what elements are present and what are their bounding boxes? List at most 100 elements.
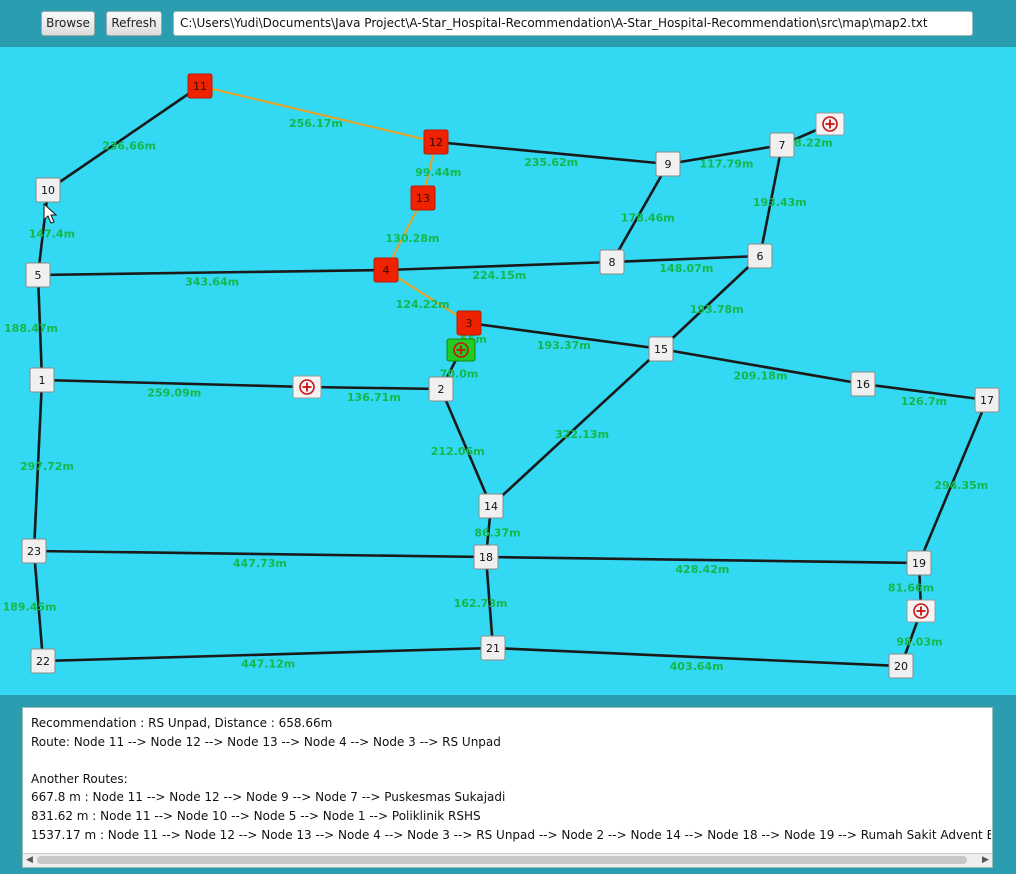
node-21[interactable]: 21 (480, 635, 506, 661)
node-label: 15 (654, 343, 668, 356)
node-17[interactable]: 17 (974, 387, 1000, 413)
node-14[interactable]: 14 (478, 493, 504, 519)
distance-label: 235.62m (524, 156, 578, 169)
edge (468, 321, 662, 351)
edge (41, 378, 308, 389)
node-12[interactable]: 12 (423, 129, 449, 155)
distance-label: 162.73m (454, 597, 508, 610)
node-3[interactable]: 3 (456, 310, 482, 336)
node-box[interactable] (25, 262, 51, 288)
node-20[interactable]: 20 (888, 653, 914, 679)
node-box[interactable] (473, 544, 499, 570)
node-9[interactable]: 9 (655, 151, 681, 177)
hospital-puskesmas-sukajadi[interactable] (815, 112, 845, 136)
result-panel[interactable]: Recommendation : RS Unpad, Distance : 65… (22, 707, 993, 868)
node-label: 1 (39, 374, 46, 387)
result-line: Route: Node 11 --> Node 12 --> Node 13 -… (31, 734, 501, 749)
node-box[interactable] (769, 132, 795, 158)
node-5[interactable]: 5 (25, 262, 51, 288)
node-label: 13 (416, 192, 430, 205)
result-text: Recommendation : RS Unpad, Distance : 65… (31, 714, 991, 844)
distance-label: 193.78m (690, 303, 744, 316)
node-label: 12 (429, 136, 443, 149)
scroll-left-arrow-icon[interactable]: ◀ (26, 855, 33, 865)
node-label: 16 (856, 378, 870, 391)
node-box[interactable] (29, 367, 55, 393)
distance-label: 447.12m (241, 657, 295, 670)
scroll-right-arrow-icon[interactable]: ▶ (982, 855, 989, 865)
edge (37, 268, 387, 277)
node-label: 23 (27, 545, 41, 558)
node-8[interactable]: 8 (599, 249, 625, 275)
node-box[interactable] (850, 371, 876, 397)
node-4[interactable]: 4 (373, 257, 399, 283)
node-box[interactable] (888, 653, 914, 679)
scrollbar-thumb[interactable] (37, 856, 967, 864)
node-box[interactable] (373, 257, 399, 283)
refresh-button[interactable]: Refresh (106, 11, 162, 36)
edge (32, 550, 45, 662)
edge (917, 399, 989, 564)
node-box[interactable] (480, 635, 506, 661)
result-line: Recommendation : RS Unpad, Distance : 65… (31, 716, 333, 730)
edge (36, 189, 50, 276)
node-2[interactable]: 2 (428, 376, 454, 402)
node-11[interactable]: 11 (187, 73, 213, 99)
distance-label: 130.28m (386, 232, 440, 245)
distance-label: 86.37m (474, 526, 520, 539)
distance-label: 224.15m (472, 269, 526, 282)
edge (33, 549, 487, 559)
distance-label: 81.66m (888, 581, 934, 594)
node-label: 3 (466, 317, 473, 330)
distance-label-layer: 256.17m99.44m130.28m124.22m55m236.66m147… (3, 117, 989, 673)
hospital-rs-unpad[interactable] (446, 338, 476, 362)
node-box[interactable] (456, 310, 482, 336)
node-box[interactable] (30, 648, 56, 674)
distance-label: 98.03m (896, 636, 942, 649)
node-22[interactable]: 22 (30, 648, 56, 674)
node-1[interactable]: 1 (29, 367, 55, 393)
distance-label: 188.47m (4, 322, 58, 335)
distance-label: 259.09m (147, 386, 201, 399)
node-box[interactable] (974, 387, 1000, 413)
browse-button[interactable]: Browse (41, 11, 95, 36)
distance-label: 403.64m (670, 660, 724, 673)
node-18[interactable]: 18 (473, 544, 499, 570)
mouse-cursor-icon (43, 202, 58, 224)
edge (36, 274, 44, 381)
node-box[interactable] (478, 493, 504, 519)
hospital-poliklinik-rshs[interactable] (292, 375, 322, 399)
route-edge (199, 85, 437, 143)
edge (385, 260, 613, 272)
node-box[interactable] (423, 129, 449, 155)
node-box[interactable] (655, 151, 681, 177)
node-box[interactable] (187, 73, 213, 99)
node-box[interactable] (21, 538, 47, 564)
hospital-cross-icon (453, 342, 469, 358)
node-13[interactable]: 13 (410, 185, 436, 211)
node-6[interactable]: 6 (747, 243, 773, 269)
node-box[interactable] (35, 177, 61, 203)
map-canvas[interactable]: 256.17m99.44m130.28m124.22m55m236.66m147… (0, 47, 1016, 695)
node-19[interactable]: 19 (906, 550, 932, 576)
node-box[interactable] (599, 249, 625, 275)
node-box[interactable] (410, 185, 436, 211)
node-box[interactable] (906, 550, 932, 576)
node-box[interactable] (428, 376, 454, 402)
file-path-field[interactable]: C:\Users\Yudi\Documents\Java Project\A-S… (173, 11, 973, 36)
node-box[interactable] (747, 243, 773, 269)
hospital-rumah-sakit-advent-bandung[interactable] (906, 599, 936, 623)
node-15[interactable]: 15 (648, 336, 674, 362)
node-10[interactable]: 10 (35, 177, 61, 203)
result-line: 831.62 m : Node 11 --> Node 10 --> Node … (31, 808, 481, 823)
node-label: 8 (609, 256, 616, 269)
node-7[interactable]: 7 (769, 132, 795, 158)
edge (484, 556, 495, 649)
distance-label: 99.44m (415, 166, 461, 179)
node-23[interactable]: 23 (21, 538, 47, 564)
node-box[interactable] (648, 336, 674, 362)
horizontal-scrollbar[interactable]: ◀ ▶ (23, 853, 992, 867)
node-label: 22 (36, 655, 50, 668)
node-16[interactable]: 16 (850, 371, 876, 397)
